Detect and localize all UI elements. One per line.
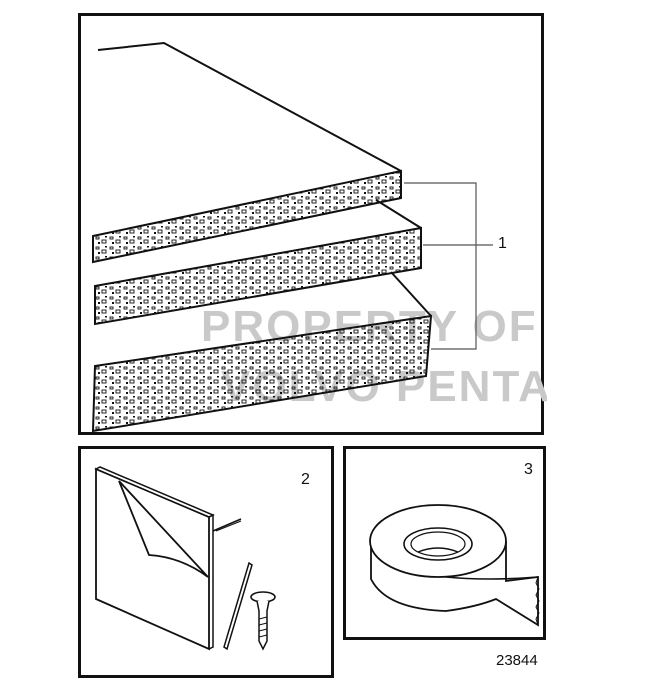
foam-sheet-middle — [94, 226, 422, 326]
strip-icon — [223, 561, 253, 651]
callout-1: 1 — [498, 235, 507, 252]
part-3-panel: 3 — [343, 446, 546, 640]
peel-liner — [118, 480, 209, 578]
part-2-panel: 2 — [78, 446, 334, 678]
tape-roll-drawing — [369, 504, 540, 627]
callout-3: 3 — [524, 461, 533, 478]
figure-number: 23844 — [496, 652, 538, 669]
screw-icon — [250, 591, 276, 603]
adhesive-panel-drawing — [94, 466, 276, 651]
foam-sheet-top — [92, 169, 402, 264]
callout-2: 2 — [301, 471, 310, 488]
leader-bracket — [404, 182, 477, 350]
foam-sheets-drawing: PROPERTY OF VOLVO PENTA — [91, 41, 547, 433]
foam-sheet-bottom — [91, 314, 433, 433]
pin-icon — [212, 518, 242, 532]
main-panel: PROPERTY OF VOLVO PENTA 1 — [78, 13, 547, 435]
